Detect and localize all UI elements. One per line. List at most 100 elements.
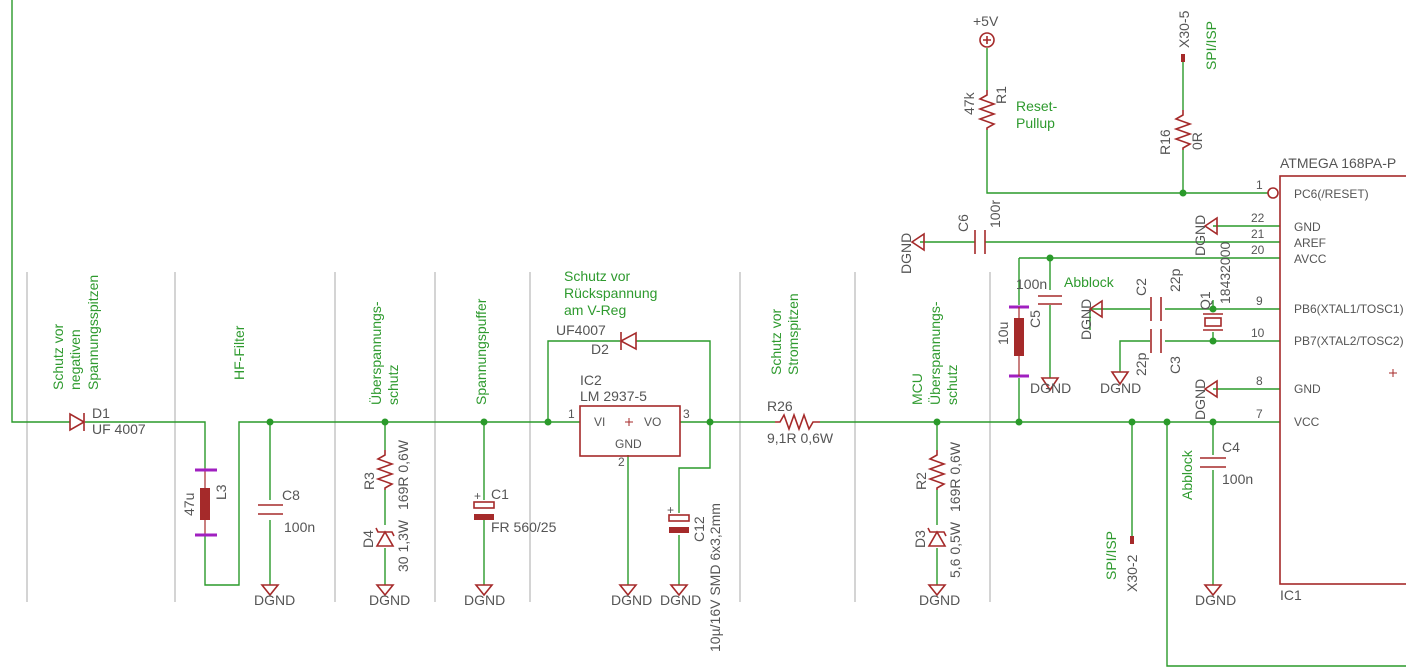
ic2-vo: VO <box>644 415 661 429</box>
ground-label: DGND <box>660 592 701 608</box>
zener-d4[interactable]: D4 30 1,3W <box>360 519 411 572</box>
diode-d2[interactable]: UF4007 D2 <box>556 322 637 357</box>
pin-label: PB7(XTAL2/TOSC2) <box>1294 334 1404 348</box>
ground-label: DGND <box>254 592 295 608</box>
resistor-r26[interactable]: R26 9,1R 0,6W <box>767 398 834 446</box>
c1-value: FR 560/25 <box>491 519 557 535</box>
d3-name: D3 <box>912 530 928 548</box>
ground-label: DGND <box>611 592 652 608</box>
note-rueck-1: Schutz vor <box>564 268 630 284</box>
ground-symbol-l3: DGND <box>254 584 295 608</box>
resistor-r2[interactable]: R2 169R 0,6W <box>913 441 963 512</box>
l3-name: L3 <box>213 484 229 500</box>
ic1-pin-20[interactable]: 20 AVCC <box>1251 243 1327 266</box>
diode-d1[interactable]: D1 UF 4007 <box>69 405 146 437</box>
ground-label: DGND <box>1100 380 1141 396</box>
q1-value: 18432000 <box>1217 241 1233 304</box>
ic1-pin-22[interactable]: 22 GND <box>1251 211 1321 234</box>
ground-symbol-pin8: DGND <box>1192 379 1218 420</box>
c5b-value: 100n <box>1016 276 1047 292</box>
note-abblock-top: Abblock <box>1064 274 1115 290</box>
ic2-pin1: 1 <box>568 407 575 421</box>
svg-text:+: + <box>474 489 481 503</box>
resistor-r1[interactable]: 47k R1 <box>961 86 1009 130</box>
c6-value: 100r <box>987 200 1003 228</box>
note-schutz-neg-1: Schutz vor <box>50 324 66 390</box>
pin-label: AREF <box>1294 236 1326 250</box>
pin-number: 22 <box>1251 211 1265 225</box>
c1-name: C1 <box>491 486 509 502</box>
ic1-pin-7[interactable]: 7 VCC <box>1256 407 1320 429</box>
c3-name: C3 <box>1167 356 1183 374</box>
capacitor-c6[interactable]: C6 100r <box>955 200 1003 254</box>
l3-value: 47u <box>181 493 197 516</box>
ic2-vi: VI <box>594 415 605 429</box>
ground-label: DGND <box>1192 379 1208 420</box>
junctions <box>266 189 1217 426</box>
d4-value: 30 1,3W <box>395 519 411 572</box>
ic1-value: ATMEGA 168PA-P <box>1280 155 1396 171</box>
ground-label: DGND <box>919 592 960 608</box>
x30-5-label: X30-5 <box>1176 10 1192 48</box>
capacitor-c4[interactable]: C4 100n <box>1200 439 1253 487</box>
ic1-pin-10[interactable]: 10 PB7(XTAL2/TOSC2) <box>1251 326 1404 348</box>
r26-value: 9,1R 0,6W <box>767 430 834 446</box>
c12-name: C12 <box>691 516 707 542</box>
pin-number: 10 <box>1251 326 1265 340</box>
capacitor-c12[interactable]: + C12 10µ/16V SMD 6x3,2mm <box>667 503 723 652</box>
ground-symbol-c6: DGND <box>898 232 925 274</box>
capacitor-c5[interactable]: 10u C5 <box>995 305 1043 378</box>
capacitor-c5b[interactable]: 100n <box>1016 276 1062 305</box>
resistor-r3[interactable]: R3 169R 0,6W <box>361 439 411 510</box>
crystal-q1[interactable]: Q1 18432000 <box>1197 241 1233 331</box>
ground-symbol-c1: DGND <box>464 584 505 608</box>
pin-number: 7 <box>1256 407 1263 421</box>
connector-x30-2[interactable]: X30-2 <box>1124 536 1140 592</box>
pin-number: 20 <box>1251 243 1265 257</box>
c2-value: 22p <box>1167 268 1183 292</box>
r1-name: R1 <box>993 86 1009 104</box>
svg-text:+: + <box>667 503 674 517</box>
capacitor-c3[interactable]: 22p C3 <box>1133 329 1183 376</box>
pin-label: AVCC <box>1294 252 1327 266</box>
ground-symbol-c12: DGND <box>660 584 701 608</box>
ground-label: DGND <box>898 233 914 274</box>
ic1-pin-21[interactable]: 21 AREF <box>1251 227 1326 250</box>
vcc-label: +5V <box>973 13 999 29</box>
d2-value: UF4007 <box>556 322 606 338</box>
capacitor-c8[interactable]: C8 100n <box>258 487 315 535</box>
connector-x30-5[interactable]: X30-5 <box>1176 10 1192 62</box>
regulator-ic2[interactable]: IC2 LM 2937-5 VI VO GND 1 3 2 <box>568 372 690 469</box>
ic2-name: IC2 <box>580 372 602 388</box>
ic1-pin-1[interactable]: 1 PC6(/RESET) <box>1256 178 1369 201</box>
note-reset-2: Pullup <box>1016 115 1055 131</box>
section-dividers <box>26 272 991 602</box>
note-strom-2: Stromspitzen <box>785 293 801 375</box>
c3-value: 22p <box>1133 352 1149 376</box>
ic1-pin-8[interactable]: 8 GND <box>1256 374 1321 396</box>
c2-name: C2 <box>1133 278 1149 296</box>
c5-value: 10u <box>995 322 1011 345</box>
supply-5v: +5V <box>973 13 999 48</box>
ground-symbol-d4: DGND <box>369 584 410 608</box>
d3-value: 5,6 0,5W <box>947 521 963 578</box>
ground-symbol-pin22: DGND <box>1192 215 1218 256</box>
capacitor-c2[interactable]: C2 22p <box>1133 268 1183 321</box>
capacitor-c1[interactable]: + C1 FR 560/25 <box>473 486 557 535</box>
note-spi-bottom: SPI/ISP <box>1103 531 1119 580</box>
note-reset-1: Reset- <box>1016 98 1058 114</box>
mcu-ic1[interactable]: ATMEGA 168PA-P IC1 1 PC6(/RESET) 22 GND … <box>1251 155 1406 603</box>
inductor-l3[interactable]: 47u L3 <box>181 468 229 537</box>
c8-name: C8 <box>282 487 300 503</box>
r2-name: R2 <box>913 472 929 490</box>
zener-d3[interactable]: D3 5,6 0,5W <box>912 521 963 578</box>
ic2-value: LM 2937-5 <box>580 388 647 404</box>
ground-symbol-c4: DGND <box>1195 584 1236 608</box>
ic1-pin-9[interactable]: 9 PB6(XTAL1/TOSC1) <box>1256 294 1404 316</box>
pin-number: 1 <box>1256 178 1263 192</box>
q1-name: Q1 <box>1197 291 1213 310</box>
resistor-r16[interactable]: R16 0R <box>1157 110 1205 155</box>
c8-value: 100n <box>284 519 315 535</box>
section-notes: Schutz vor negativen Spannungsspitzen HF… <box>50 21 1219 580</box>
